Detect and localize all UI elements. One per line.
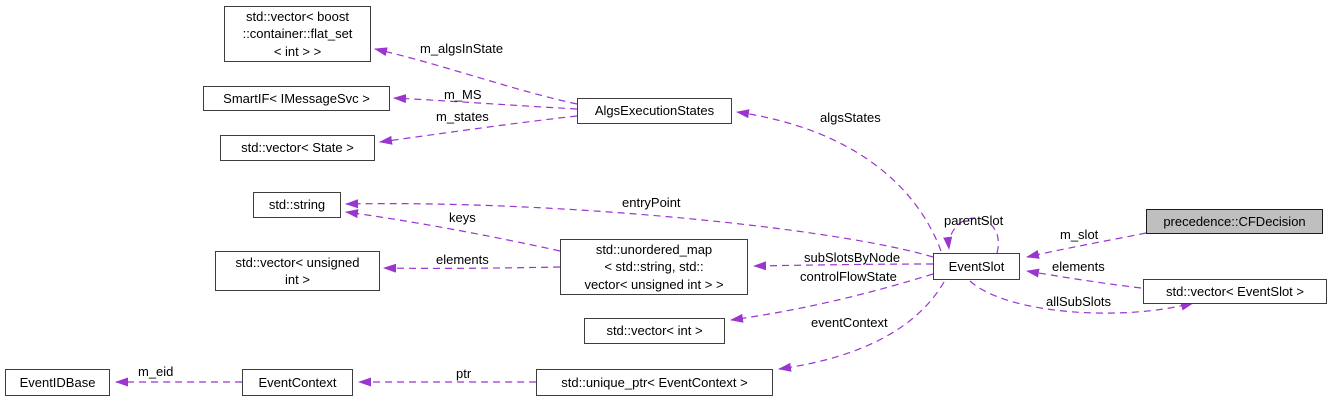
edge-label-m-eid: m_eid <box>138 364 174 379</box>
edge-label-elements-right: elements <box>1052 259 1105 274</box>
node-algsexecutionstates[interactable]: AlgsExecutionStates <box>577 98 732 124</box>
edge-label-m-ms: m_MS <box>444 87 482 102</box>
node-eventslot[interactable]: EventSlot <box>933 253 1020 280</box>
edge-m-algsinstate <box>374 47 578 105</box>
edge-label-ptr: ptr <box>456 366 472 381</box>
edge-elements-left <box>383 263 561 273</box>
node-std-unique-ptr-eventcontext[interactable]: std::unique_ptr< EventContext > <box>536 369 773 396</box>
edge-label-subslotsbynode: subSlotsByNode <box>804 250 901 265</box>
edge-label-m-algsinstate: m_algsInState <box>420 41 504 56</box>
edge-label-algsstates: algsStates <box>820 110 881 125</box>
node-std-vector-boost-flat-set[interactable]: std::vector< boost ::container::flat_set… <box>224 6 371 62</box>
edge-entrypoint <box>345 199 934 258</box>
node-smartif-imessagesvc[interactable]: SmartIF< IMessageSvc > <box>203 86 390 111</box>
edge-label-m-slot: m_slot <box>1060 227 1099 242</box>
edge-m-states <box>379 115 578 145</box>
edge-label-m-states: m_states <box>436 109 489 124</box>
node-std-string[interactable]: std::string <box>253 192 341 218</box>
edge-label-eventcontext: eventContext <box>811 315 888 330</box>
node-std-vector-int[interactable]: std::vector< int > <box>584 318 725 344</box>
node-eventidbase[interactable]: EventIDBase <box>5 369 110 396</box>
edge-m-slot <box>1026 232 1147 259</box>
edge-m-ms <box>393 94 578 110</box>
edge-label-elements-left: elements <box>436 252 489 267</box>
edge-label-keys: keys <box>449 210 476 225</box>
edge-parentslot-loop <box>943 217 999 254</box>
edge-label-allsubslots: allSubSlots <box>1046 294 1112 309</box>
node-precedence-cfdecision: precedence::CFDecision <box>1146 209 1323 234</box>
edge-subslotsbynode <box>753 261 934 271</box>
node-std-vector-state[interactable]: std::vector< State > <box>220 135 375 161</box>
edge-label-entrypoint: entryPoint <box>622 195 681 210</box>
edge-eventcontext <box>778 281 945 372</box>
edge-elements-right <box>1026 268 1142 289</box>
edge-algsstates <box>736 109 942 252</box>
node-std-vector-unsigned-int[interactable]: std::vector< unsigned int > <box>215 251 380 291</box>
node-std-vector-eventslot[interactable]: std::vector< EventSlot > <box>1143 279 1327 304</box>
edge-keys <box>345 209 561 252</box>
node-eventcontext[interactable]: EventContext <box>242 369 353 396</box>
node-std-unordered-map[interactable]: std::unordered_map < std::string, std:: … <box>560 239 748 295</box>
edge-label-controlflowstate: controlFlowState <box>800 269 897 284</box>
edge-label-parentslot: parentSlot <box>944 213 1004 228</box>
